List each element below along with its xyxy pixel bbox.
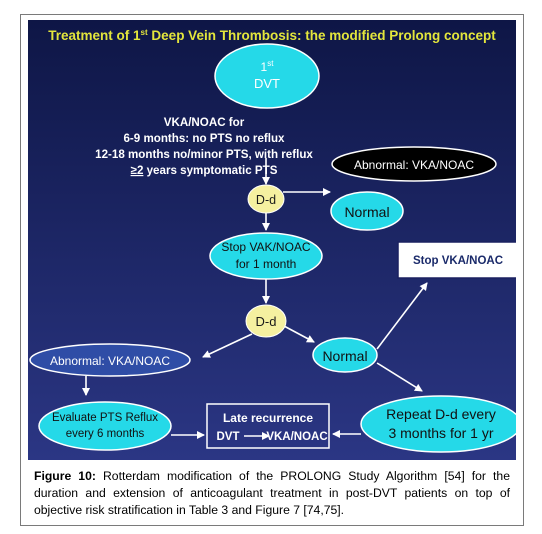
stop-vka-label-2: for 1 month: [236, 257, 297, 271]
evaluate-pts-label-2: every 6 months: [66, 428, 145, 440]
vka-note-line1: VKA/NOAC for: [164, 116, 245, 129]
dd-oval-2: [245, 304, 287, 338]
stop-vka-label-1: Stop VAK/NOAC: [221, 240, 310, 254]
dd-oval-1: [247, 184, 285, 214]
arrow-dd2-to-abnormal: [202, 333, 253, 358]
figure-caption: Figure 10: Rotterdam modification of the…: [34, 468, 510, 519]
caption-text: Rotterdam modification of the PROLONG St…: [34, 469, 510, 517]
abnormal-label-1: Abnormal: VKA/NOAC: [354, 158, 474, 172]
stop-vka-box: [397, 241, 516, 279]
arrow-normal-to-stopbox: [376, 282, 428, 350]
normal-oval-1: [330, 191, 404, 231]
repeat-dd-label-1: Repeat D-d every: [386, 406, 496, 422]
vka-note-line3: 12-18 months no/minor PTS, with reflux: [95, 148, 313, 161]
late-recurrence-vka: VKA/NOAC: [266, 431, 327, 443]
abnormal-oval-1: [331, 146, 497, 182]
caption-label: Figure 10:: [34, 469, 96, 483]
normal-oval-2: [312, 337, 378, 373]
stop-vka-box-label: Stop VKA/NOAC: [413, 255, 503, 267]
first-dvt-oval: [214, 43, 320, 109]
stop-vka-oval: [209, 232, 323, 280]
evaluate-pts-label-1: Evaluate PTS Reflux: [52, 412, 158, 424]
repeat-dd-label-2: 3 months for 1 yr: [388, 425, 493, 441]
late-recurrence-label-1: Late recurrence: [223, 411, 313, 425]
dd-label-2: D-d: [256, 314, 277, 329]
normal-label-2: Normal: [322, 348, 367, 364]
abnormal-label-2: Abnormal: VKA/NOAC: [50, 354, 170, 368]
dd-label-1: D-d: [256, 193, 276, 207]
arrow-dd2-to-normal: [283, 325, 315, 343]
vka-note-line2: 6-9 months: no PTS no reflux: [123, 132, 285, 145]
normal-label-1: Normal: [344, 204, 389, 220]
abnormal-oval-2: [29, 343, 191, 377]
arrow-normal-to-repeat: [376, 362, 423, 392]
repeat-dd-oval: [360, 395, 516, 453]
flowchart-slide: Treatment of 1st Deep Vein Thrombosis: t…: [28, 20, 516, 460]
slide-title: Treatment of 1st Deep Vein Thrombosis: t…: [48, 28, 496, 43]
late-recurrence-dvt: DVT: [217, 431, 240, 443]
first-dvt-label-2: DVT: [254, 76, 280, 91]
evaluate-pts-oval: [38, 401, 172, 451]
late-recurrence-box: [206, 403, 330, 449]
first-dvt-label: 1st: [261, 59, 275, 74]
vka-note-line4: ≥2 years symptomatic PTS: [131, 164, 278, 177]
